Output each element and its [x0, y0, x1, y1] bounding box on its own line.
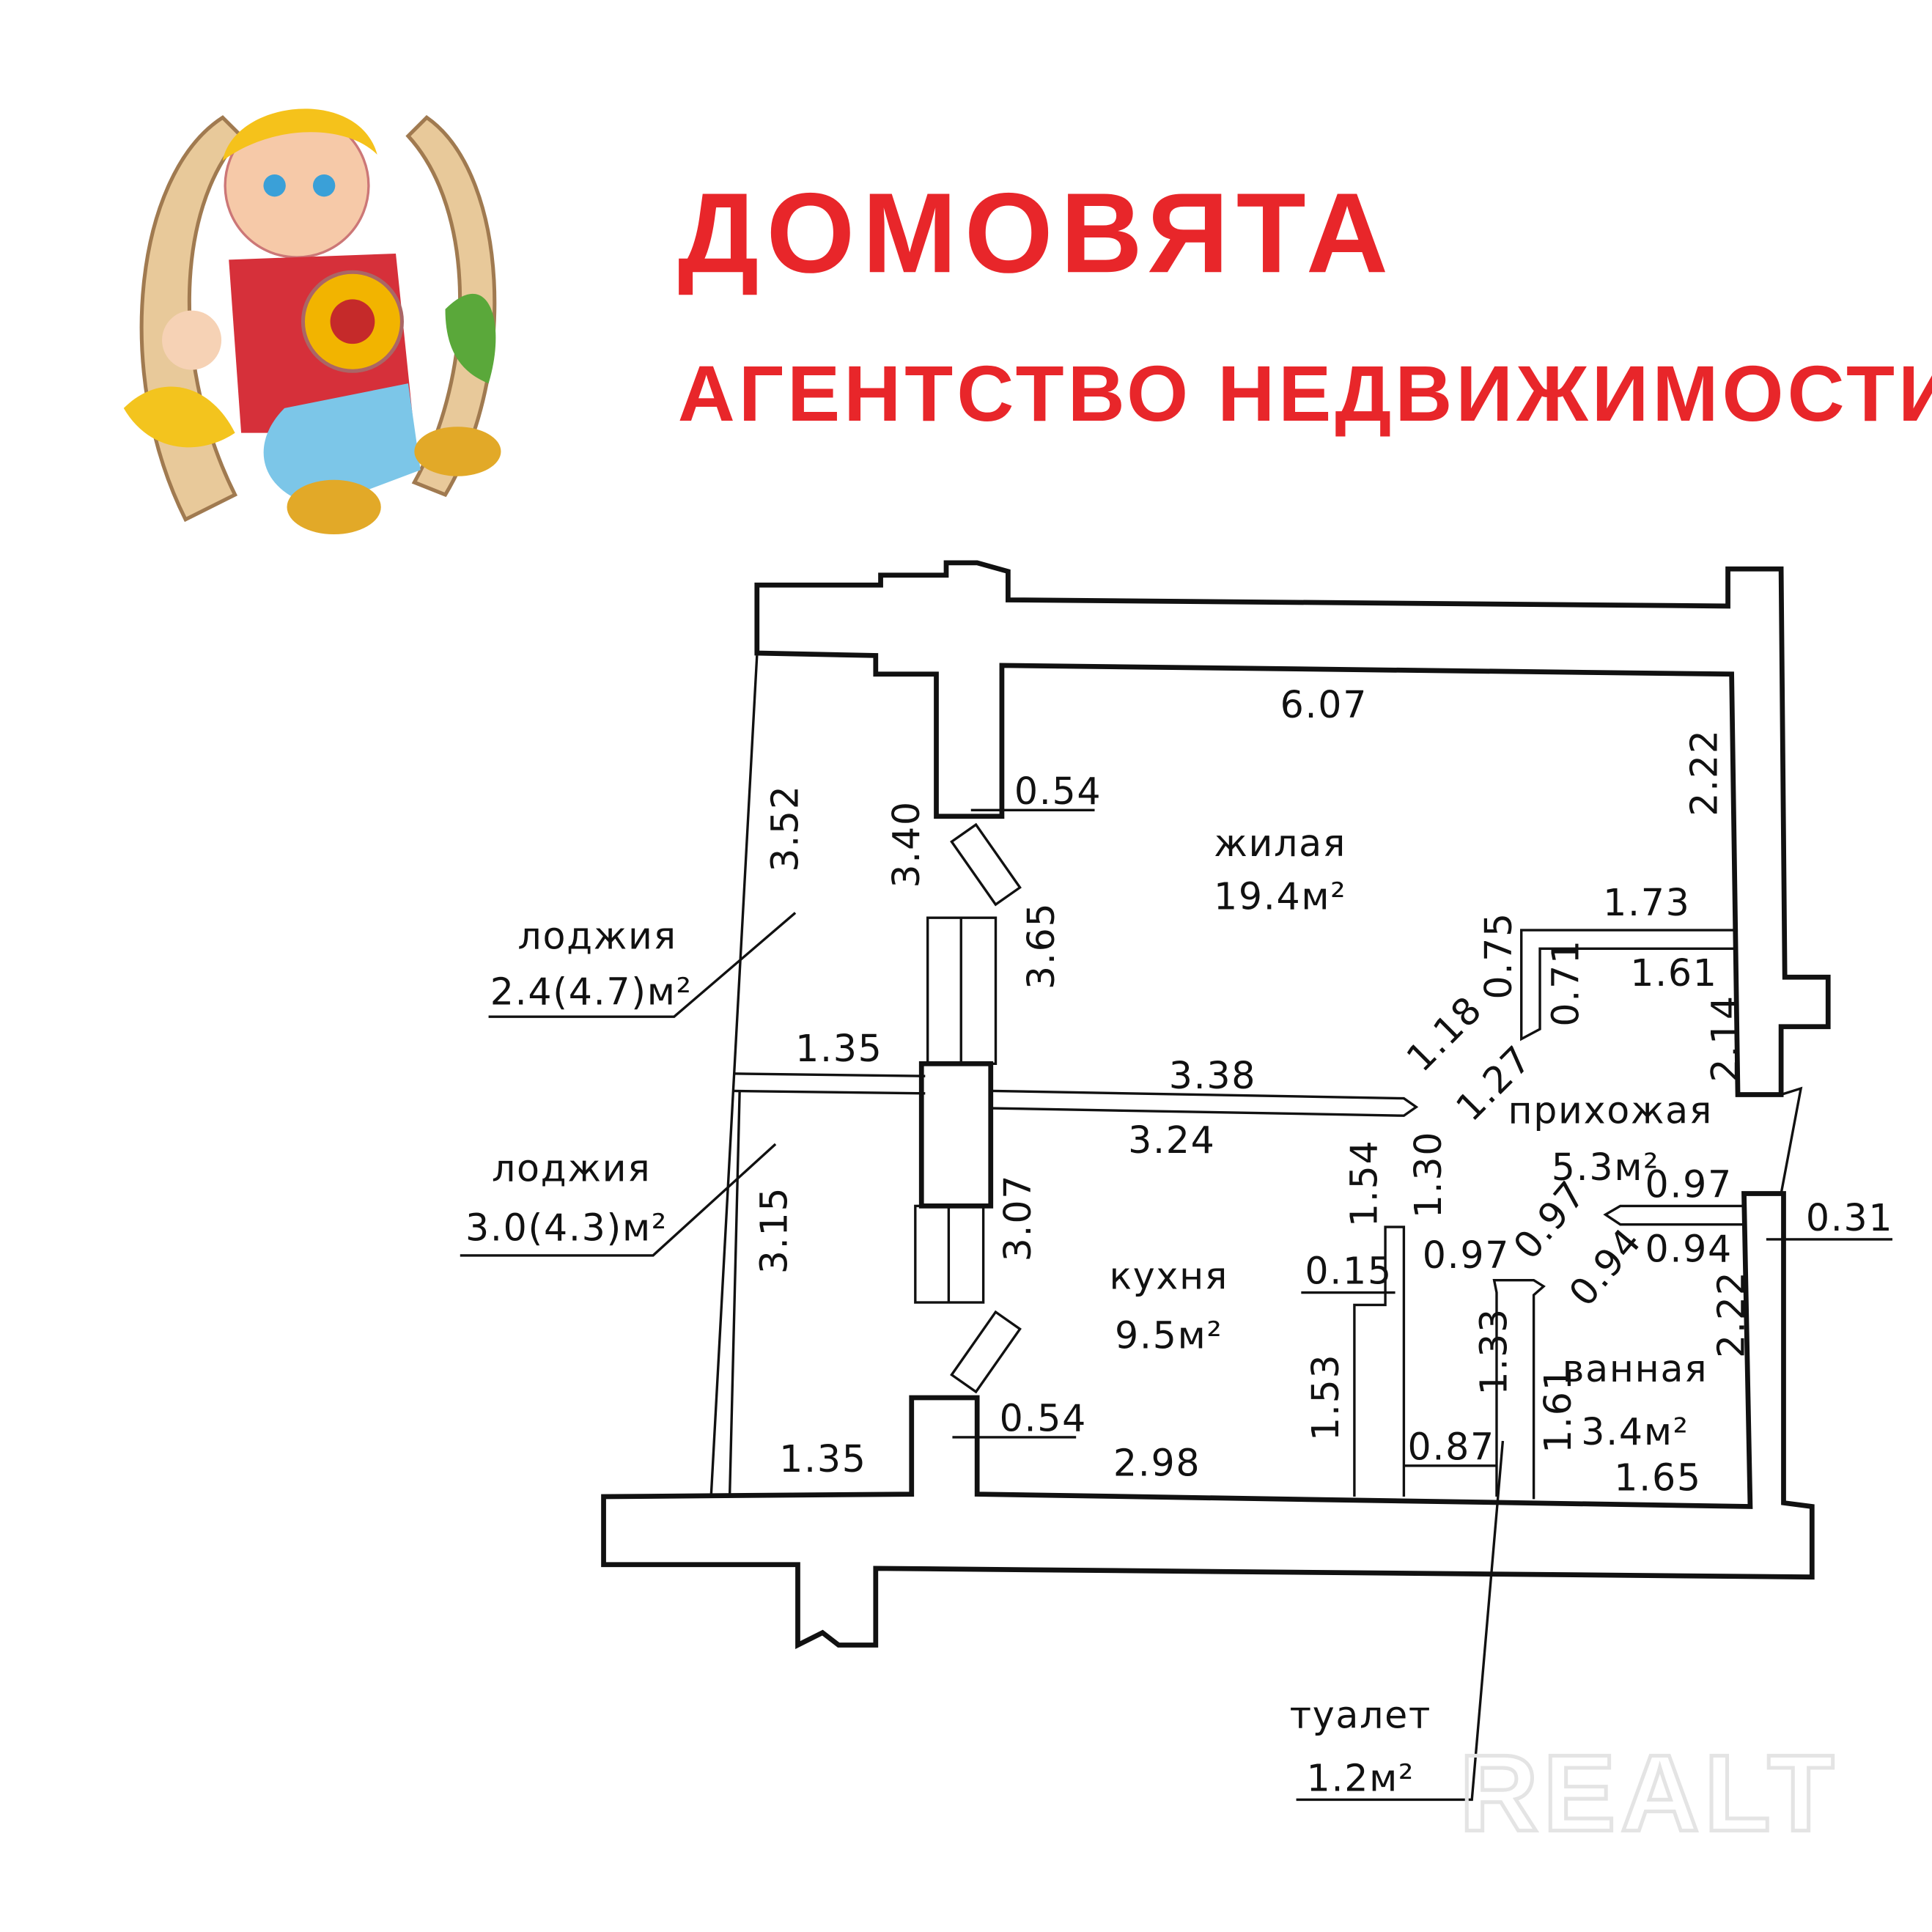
dim-label: 0.54	[1014, 770, 1102, 813]
dim-label: 1.35	[779, 1437, 866, 1481]
dim-label: 1.35	[795, 1027, 882, 1070]
dim-label: 0.54	[1000, 1397, 1087, 1440]
dim-label: 3.24	[1128, 1118, 1215, 1162]
room-living-name: жилая	[1214, 822, 1346, 865]
realt-watermark: REALT	[1459, 1733, 1839, 1854]
room-bath-name: ванная	[1563, 1347, 1708, 1390]
dim-label: 3.38	[1169, 1054, 1256, 1097]
dim-label: 1.61	[1536, 1365, 1579, 1453]
dim-label: 2.22	[1709, 1271, 1752, 1358]
room-loggia1-name: лоджия	[517, 914, 676, 957]
room-kitchen-area: 9.5м²	[1115, 1313, 1223, 1357]
dim-label: 1.61	[1630, 951, 1717, 995]
walls	[601, 560, 1831, 1649]
dim-label: 3.40	[885, 800, 928, 888]
brand-subtitle: АГЕНТСТВО НЕДВИЖИМОСТИ	[678, 349, 1932, 438]
dim-label: 1.33	[1472, 1308, 1515, 1395]
dim-label: 1.73	[1603, 881, 1690, 924]
dim-label: 1.53	[1304, 1354, 1347, 1441]
room-loggia2-area: 3.0(4.3)м²	[465, 1206, 668, 1250]
dim-label: 1.18	[1398, 987, 1490, 1080]
dim-label: 2.98	[1113, 1441, 1201, 1484]
room-living-area: 19.4м²	[1214, 874, 1346, 918]
dim-label: 0.15	[1305, 1250, 1392, 1293]
dim-label: 3.52	[763, 784, 806, 871]
company-logo	[123, 108, 501, 535]
leader-lines	[460, 808, 1892, 1802]
dim-label: 0.97	[1645, 1163, 1732, 1206]
room-bath-area: 3.4м²	[1581, 1410, 1689, 1453]
room-loggia2-name: лоджия	[492, 1147, 651, 1190]
room-hall-area: 5.3м²	[1552, 1146, 1659, 1189]
dim-label: 0.71	[1544, 939, 1587, 1026]
room-toilet-name: туалет	[1290, 1694, 1432, 1737]
dim-label: 6.07	[1280, 683, 1368, 726]
dim-label: 0.94	[1560, 1220, 1650, 1314]
dim-label: 3.15	[752, 1187, 795, 1274]
dim-label: 0.75	[1477, 912, 1520, 999]
dim-label: 2.22	[1682, 729, 1725, 816]
room-loggia1-area: 2.4(4.7)м²	[490, 970, 693, 1013]
room-toilet-area: 1.2м²	[1307, 1757, 1415, 1800]
dim-label: 0.97	[1423, 1234, 1510, 1277]
room-kitchen-name: кухня	[1110, 1254, 1228, 1297]
brand-title: ДОМОВЯТА	[678, 169, 1395, 296]
dim-label: 2.14	[1703, 995, 1747, 1082]
dimensions: 6.07 0.54 2.22 3.52 3.40 3.65 1.73 0.75 …	[752, 683, 1893, 1500]
dim-label: 1.30	[1406, 1131, 1450, 1218]
dim-label: 3.65	[1020, 902, 1063, 989]
dim-label: 0.31	[1806, 1196, 1893, 1239]
dim-label: 1.54	[1342, 1140, 1385, 1227]
dim-label: 1.65	[1614, 1456, 1701, 1500]
dim-label: 0.94	[1645, 1227, 1732, 1270]
room-hall-name: прихожая	[1508, 1088, 1713, 1132]
dim-label: 3.07	[996, 1174, 1039, 1261]
dim-label: 0.87	[1407, 1425, 1494, 1468]
